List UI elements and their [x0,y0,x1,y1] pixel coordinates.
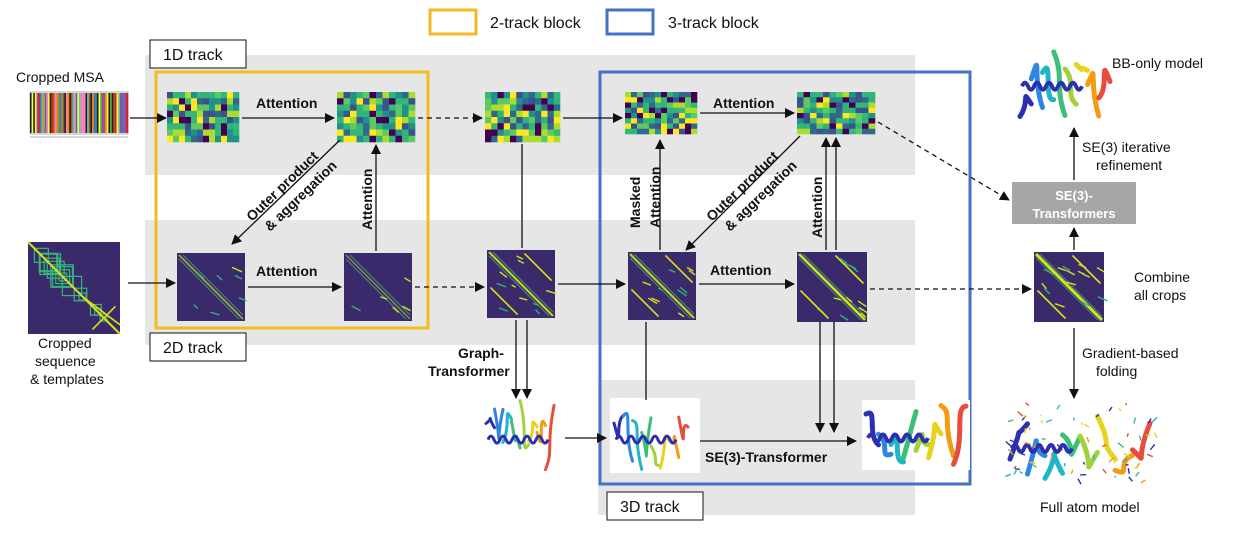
label-combine-1: Combine [1134,269,1190,285]
label-attention-vert-1: Attention [359,169,375,230]
msa-feature-1d-a [167,92,239,142]
input-label-seq-1: Cropped [38,335,92,351]
input-label-seq-2: sequence [35,353,96,369]
output-label-bb: BB-only model [1112,55,1203,71]
msa-thumbnail [30,92,128,138]
input-label-msa: Cropped MSA [16,69,105,85]
label-gradient-1: Gradient-based [1082,345,1179,361]
label-graph-transformer-1: Graph- [458,345,504,361]
label-combine-2: all crops [1134,287,1186,303]
se3-block-label-1: SE(3)- [1055,188,1093,203]
template-contact-map [28,242,120,334]
label-attention-1d-1: Attention [256,95,317,111]
pair-feature-2d-c [487,250,556,318]
pair-feature-2d-a [177,253,247,321]
msa-feature-1d-b [337,92,415,142]
label-masked-attention-2: Attention [647,167,663,228]
pair-feature-2d-b [344,253,412,321]
input-label-seq-3: & templates [30,371,104,387]
msa-feature-1d-e [797,92,875,134]
pair-feature-2d-d [628,252,696,320]
se3-block-label-2: Transformers [1032,206,1115,221]
legend-swatch-2track [430,10,476,34]
legend-swatch-3track [607,10,653,34]
msa-feature-1d-c [485,92,560,142]
msa-feature-1d-d [625,92,697,134]
label-attention-2d-2: Attention [710,262,771,278]
label-attention-vert-2: Attention [809,177,825,238]
pair-feature-2d-e [797,252,868,322]
full-atom-model [1005,403,1157,484]
track-label-3d: 3D track [620,499,681,516]
track-label-1d: 1D track [163,47,224,64]
label-gradient-2: folding [1096,363,1137,379]
label-se3-transformer: SE(3)-Transformer [705,449,828,465]
pair-feature-2d-combined [1034,252,1107,322]
label-se3-iter-2: refinement [1096,157,1162,173]
label-attention-1d-2: Attention [713,95,774,111]
output-label-full: Full atom model [1040,499,1140,515]
label-attention-2d-1: Attention [256,263,317,279]
label-masked-attention-1: Masked [627,177,643,228]
bb-only-model [1020,52,1110,117]
legend-label-2track: 2-track block [490,15,582,32]
legend-label-3track: 3-track block [668,15,760,32]
label-se3-iter-1: SE(3) iterative [1082,139,1171,155]
label-graph-transformer-2: Transformer [428,363,510,379]
track-label-2d: 2D track [163,340,224,357]
structure-3d-a [486,401,554,470]
